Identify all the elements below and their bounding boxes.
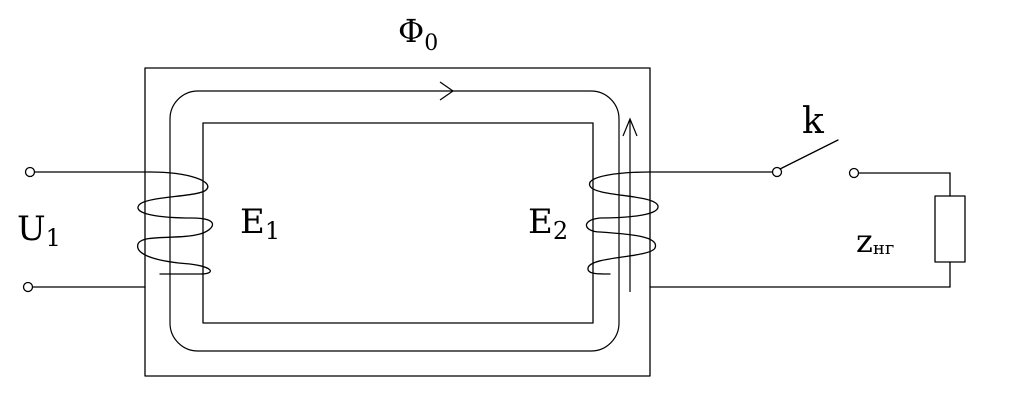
e2-label-sub: 2 (553, 217, 568, 245)
primary-terminal-top (24, 166, 36, 178)
e1-label: E1 (240, 202, 280, 245)
flux-arrow-right (622, 117, 638, 137)
u1-label-sub: 1 (46, 224, 61, 252)
e2-label: E2 (528, 202, 568, 245)
core-window (202, 122, 594, 324)
flux-arrow-top (439, 81, 455, 101)
e1-label-main: E (240, 202, 265, 242)
primary-terminal-bottom (22, 281, 34, 293)
switch-blade (779, 139, 839, 170)
load-label-sub: нг (873, 238, 894, 259)
secondary-winding (585, 171, 659, 275)
e2-label-main: E (528, 202, 553, 242)
switch-contact-right (848, 167, 860, 179)
flux-label: Φ0 (398, 12, 438, 56)
flux-label-sub: 0 (424, 31, 438, 56)
core-outer-outline (144, 67, 651, 377)
e1-label-sub: 1 (265, 217, 280, 245)
load-label-main: z (856, 222, 873, 260)
primary-winding (137, 171, 214, 275)
u1-label: U1 (17, 209, 61, 252)
flux-path-loop (169, 90, 620, 352)
u1-label-main: U (17, 209, 46, 249)
flux-label-main: Φ (398, 12, 424, 50)
load-resistor (934, 195, 966, 263)
switch-contact-left (771, 166, 783, 178)
switch-label: k (802, 101, 825, 142)
load-label: zнг (856, 222, 894, 260)
